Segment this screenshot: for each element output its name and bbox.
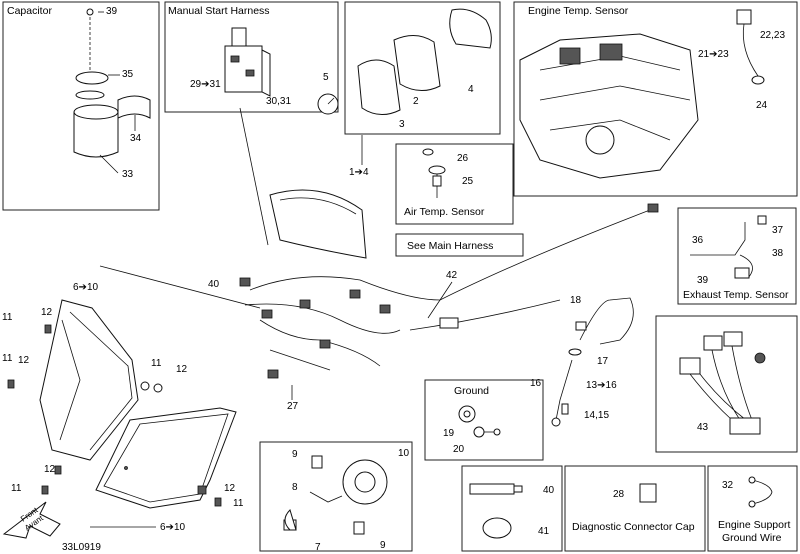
callout-37: 37 <box>772 225 784 236</box>
connector-assembly-part <box>679 331 766 435</box>
callout-25: 25 <box>462 176 474 187</box>
callout-38: 38 <box>772 248 784 259</box>
engine-support-label: Engine Support <box>718 519 790 531</box>
front-arrow: Front Avant <box>2 501 61 539</box>
see-main-harness-title: See Main Harness <box>407 240 493 252</box>
diagram-code: 33L0919 <box>62 542 101 553</box>
callout-8: 8 <box>292 482 298 493</box>
connector-assembly-box: 43 <box>655 315 798 453</box>
callout-3: 3 <box>399 119 405 130</box>
callout-33: 33 <box>122 169 134 180</box>
exhaust-temp-sensor-title: Exhaust Temp. Sensor <box>683 289 789 301</box>
see-main-harness-box: See Main Harness 42 <box>395 233 524 319</box>
manual-start-harness-box: Manual Start Harness 29➔31 30,31 <box>164 1 339 113</box>
callout-28: 28 <box>613 489 625 500</box>
grease-tie-parts <box>469 483 523 539</box>
callout-14-15: 14,15 <box>584 410 609 421</box>
callout-6-10b: 6➔10 <box>160 522 186 533</box>
callout-17: 17 <box>597 356 609 367</box>
callout-18: 18 <box>570 295 582 306</box>
callout-11a: 11 <box>2 312 13 323</box>
callout-35: 35 <box>122 69 134 80</box>
manual-start-harness-title: Manual Start Harness <box>168 5 270 17</box>
air-temp-sensor-title: Air Temp. Sensor <box>404 206 485 218</box>
callout-13-16: 13➔16 <box>586 380 617 391</box>
grease-tie-box: 40 41 <box>461 465 563 552</box>
callout-19: 19 <box>443 428 455 439</box>
callout-32: 32 <box>722 480 734 491</box>
callout-40b: 40 <box>543 485 555 496</box>
diagnostic-connector-cap-title: Diagnostic Connector Cap <box>572 521 695 533</box>
air-temp-sensor-box: 26 25 Air Temp. Sensor <box>395 143 514 225</box>
callout-10: 10 <box>398 448 410 459</box>
headlight-bulb-box: 9 10 8 7 9 <box>259 441 413 553</box>
callout-39b: 39 <box>697 275 709 286</box>
manual-start-harness-part <box>224 27 271 97</box>
callout-41: 41 <box>538 526 550 537</box>
callout-39: 39 <box>106 6 118 17</box>
exhaust-temp-sensor-box: 37 36 38 39 Exhaust Temp. Sensor <box>677 207 797 305</box>
ground-title: Ground <box>454 385 489 397</box>
gauge-box: 5 2 3 4 1➔4 <box>317 1 501 178</box>
headlight-left <box>39 299 139 461</box>
callout-7: 7 <box>315 542 321 553</box>
ground-parts <box>458 405 501 438</box>
headlight-bulb-parts <box>283 455 388 535</box>
dashboard-harness-illustration <box>239 189 659 379</box>
callout-43: 43 <box>697 422 709 433</box>
callout-21-23: 21➔23 <box>698 49 729 60</box>
callout-12e: 12 <box>224 483 236 494</box>
exhaust-sensor-cable <box>551 297 634 427</box>
callout-11c: 11 <box>151 358 162 369</box>
engine-temp-sensor-box: Engine Temp. Sensor 22,23 21➔23 24 <box>513 1 798 197</box>
callout-29-31: 29➔31 <box>190 79 221 90</box>
callout-2: 2 <box>413 96 419 107</box>
callout-4: 4 <box>468 84 474 95</box>
callout-34: 34 <box>130 133 142 144</box>
callout-16: 16 <box>530 378 542 389</box>
callout-6-10a: 6➔10 <box>73 282 99 293</box>
callout-12d: 12 <box>44 464 56 475</box>
callout-11b: 11 <box>2 353 13 364</box>
callout-24: 24 <box>756 100 768 111</box>
callout-12a: 12 <box>41 307 53 318</box>
callout-11d: 11 <box>11 483 22 494</box>
callout-30-31: 30,31 <box>266 96 291 107</box>
gauge-parts <box>317 8 492 115</box>
callout-11e: 11 <box>233 498 244 509</box>
callout-1-4: 1➔4 <box>349 167 369 178</box>
callout-22-23: 22,23 <box>760 30 785 41</box>
ground-box: Ground 19 20 <box>424 379 544 461</box>
callout-5: 5 <box>323 72 329 83</box>
ground-wire-label: Ground Wire <box>722 532 782 544</box>
capacitor-box: Capacitor 39 35 34 33 <box>2 1 160 211</box>
callout-9b: 9 <box>380 540 386 551</box>
exhaust-temp-sensor-part <box>690 215 767 279</box>
callout-26: 26 <box>457 153 469 164</box>
headlight-right <box>95 407 237 509</box>
callout-12b: 12 <box>18 355 30 366</box>
air-temp-sensor-part <box>422 148 446 198</box>
callout-36: 36 <box>692 235 704 246</box>
callout-42: 42 <box>446 270 458 281</box>
capacitor-title: Capacitor <box>7 5 52 17</box>
callout-9a: 9 <box>292 449 298 460</box>
capacitor-part <box>73 8 151 158</box>
callout-12c: 12 <box>176 364 188 375</box>
diagnostic-connector-cap-box: 28 Diagnostic Connector Cap <box>564 465 706 552</box>
engine-temp-sensor-part <box>736 9 765 85</box>
callout-27: 27 <box>287 401 299 412</box>
callout-40a: 40 <box>208 279 220 290</box>
callout-20: 20 <box>453 444 465 455</box>
engine-support-ground-wire-box: 32 Engine Support Ground Wire <box>707 465 798 552</box>
engine-illustration <box>519 33 699 179</box>
engine-temp-sensor-title: Engine Temp. Sensor <box>528 5 629 17</box>
